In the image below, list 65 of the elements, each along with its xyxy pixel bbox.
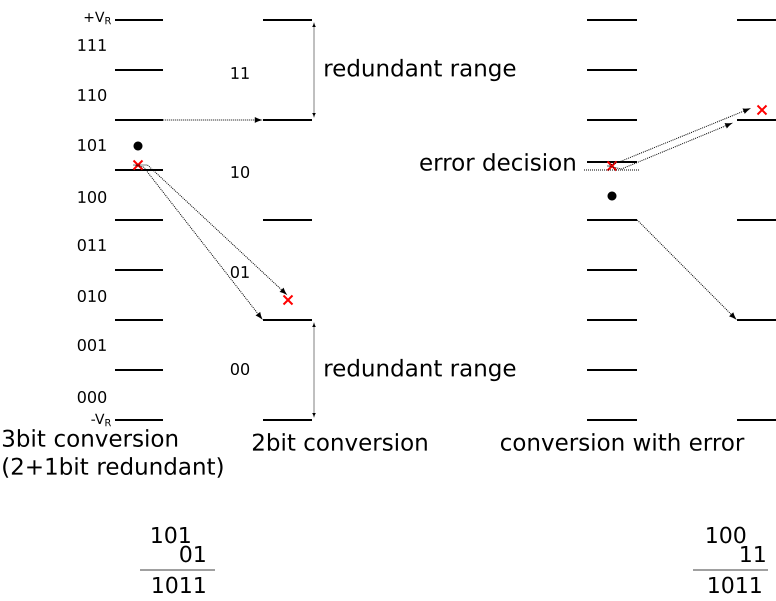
level-line bbox=[263, 319, 312, 321]
text-label: 110 bbox=[78, 88, 106, 102]
arrow bbox=[133, 164, 286, 294]
text-label: 1011 bbox=[709, 576, 761, 594]
level-line bbox=[115, 419, 163, 421]
level-line bbox=[263, 219, 312, 221]
level-line bbox=[115, 119, 163, 121]
text-label: +V$_{R}$ bbox=[84, 12, 112, 24]
level-line bbox=[115, 69, 163, 71]
level-line bbox=[263, 419, 312, 421]
cross-marker bbox=[132, 160, 144, 170]
text-label: 111 bbox=[78, 39, 106, 51]
arrow bbox=[636, 220, 736, 320]
text-label: 01 bbox=[180, 546, 205, 562]
text-label: 10 bbox=[232, 166, 250, 178]
text-label: error decision bbox=[420, 153, 575, 171]
text-label: 101 bbox=[78, 138, 106, 152]
level-line bbox=[737, 119, 776, 121]
level-line bbox=[115, 219, 163, 221]
dot-marker bbox=[608, 192, 616, 200]
text-label: 3bit conversion (2+1bit redundant) bbox=[2, 429, 223, 478]
level-line bbox=[587, 119, 637, 121]
level-line bbox=[115, 169, 163, 171]
cross-marker bbox=[606, 160, 618, 172]
text-label: 01 bbox=[230, 266, 249, 278]
level-line bbox=[587, 319, 637, 321]
level-line bbox=[737, 419, 776, 421]
level-line bbox=[587, 419, 637, 421]
text-label: 001 bbox=[78, 338, 106, 352]
level-line bbox=[115, 269, 163, 271]
text-label: 011 bbox=[78, 238, 106, 252]
level-line bbox=[737, 19, 776, 21]
text-label: redundant range bbox=[325, 358, 516, 382]
text-label: 100 bbox=[707, 526, 746, 544]
cross-marker bbox=[756, 104, 768, 116]
level-line bbox=[587, 69, 637, 71]
level-line bbox=[263, 19, 312, 21]
level-line bbox=[587, 369, 637, 371]
level-line bbox=[737, 319, 776, 321]
text-label: 101 bbox=[152, 526, 190, 544]
level-line bbox=[115, 369, 163, 371]
arrow bbox=[607, 108, 750, 166]
arrow bbox=[162, 117, 262, 123]
text-label: 000 bbox=[78, 390, 106, 404]
text-label: 2bit conversion bbox=[252, 433, 427, 451]
text-label: redundant range bbox=[325, 58, 516, 82]
text-label: -V$_{R}$ bbox=[91, 414, 112, 426]
level-line bbox=[115, 319, 163, 321]
text-label: conversion with error bbox=[500, 433, 744, 451]
level-line bbox=[737, 219, 776, 221]
cross-marker bbox=[282, 294, 294, 306]
arrow bbox=[607, 123, 732, 170]
text-label: 010 bbox=[78, 290, 106, 302]
arrow bbox=[133, 164, 262, 319]
text-label: 11 bbox=[741, 546, 765, 562]
level-line bbox=[115, 19, 163, 21]
text-label: 11 bbox=[232, 67, 249, 79]
text-label: 1011 bbox=[153, 576, 205, 594]
level-line bbox=[587, 219, 637, 221]
level-line bbox=[587, 161, 637, 163]
text-label: 00 bbox=[230, 362, 250, 376]
level-line bbox=[587, 269, 637, 271]
dot-marker bbox=[134, 142, 142, 150]
text-label: 100 bbox=[78, 190, 106, 204]
level-line bbox=[587, 19, 637, 21]
